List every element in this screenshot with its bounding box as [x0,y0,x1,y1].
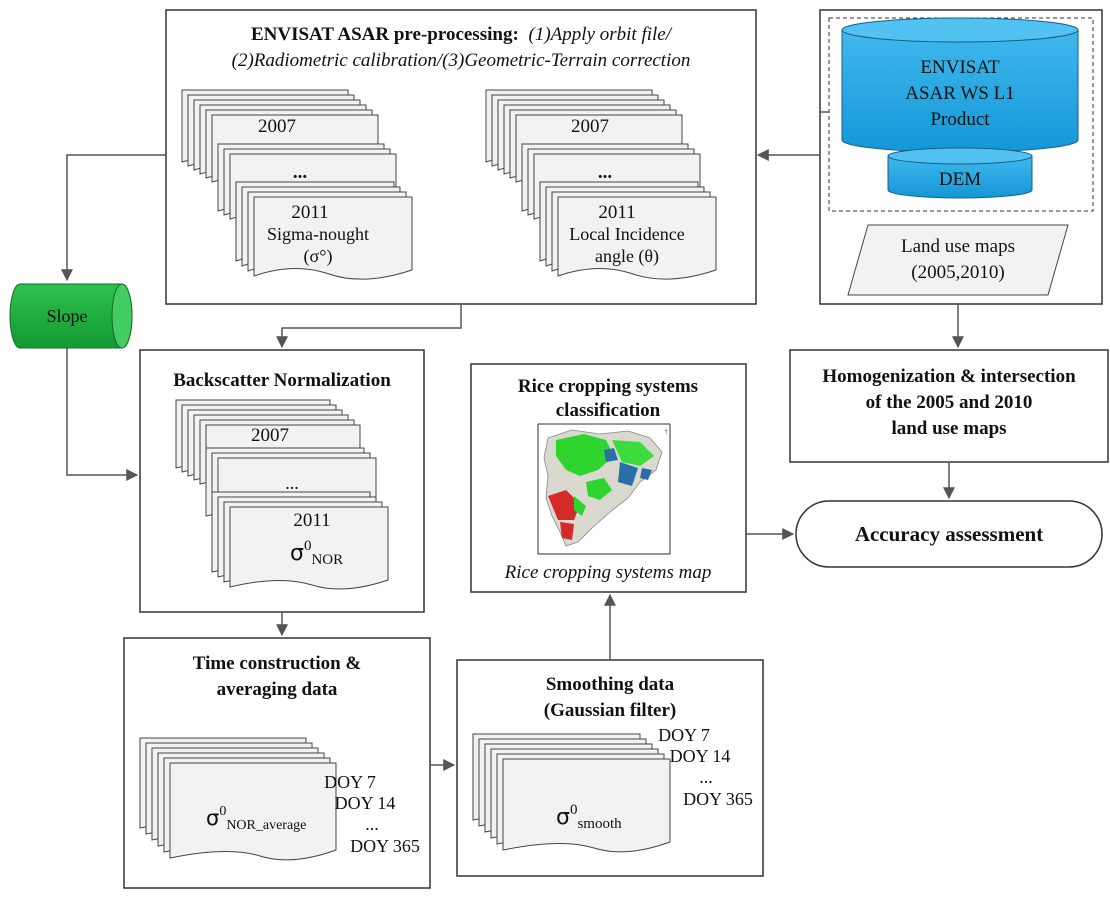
theta-year-end: 2011 [598,202,635,223]
theta-ellipsis: ... [598,162,612,183]
accuracy-assessment-terminal [795,500,1103,568]
sigma-ellipsis: ... [293,162,307,183]
landuse-maps-shape [847,224,1069,296]
smoothing-doy-14: DOY 14 [670,746,731,766]
preprocessing-step-1: (1)Apply orbit file/ [529,24,673,45]
smoothing-title-1: Smoothing data [546,674,675,695]
sigma-year-start: 2007 [258,116,296,137]
envisat-product-cylinder [841,17,1079,153]
smoothing-sigma: σ0smooth [556,802,622,832]
smoothing-title-2: (Gaussian filter) [544,700,676,721]
rice-map-thumbnail: ↑ [537,423,671,555]
landuse-label-2: (2005,2010) [911,262,1004,283]
sigma-nought-stack [181,89,413,280]
theta-symbol-label: angle (θ) [595,246,659,267]
arrow-inputs-to-preprocessing [756,111,829,161]
normalization-sigma: σ0NOR [290,538,343,568]
map-north-arrow: ↑ [664,427,668,436]
normalization-stack [175,399,389,590]
time-doy-365: DOY 365 [350,836,420,856]
time-sigma: σ0NOR_average [206,804,306,833]
classification-caption: Rice cropping systems map [504,562,712,583]
incidence-angle-stack [485,89,717,280]
time-construction-title-2: averaging data [217,679,338,700]
landuse-label-1: Land use maps [901,236,1015,257]
arrow-slope-to-normalization [66,348,139,481]
theta-label: Local Incidence [569,224,684,244]
preprocessing-title: ENVISAT ASAR pre-processing: [251,24,519,45]
accuracy-label: Accuracy assessment [855,522,1043,546]
normalization-ellipsis: ... [285,473,299,493]
smoothing-doy-365: DOY 365 [683,789,753,809]
normalization-year-start: 2007 [251,425,289,446]
sigma-symbol-label: (σ°) [304,246,333,267]
envisat-label-3: Product [930,109,990,130]
time-doy-14: DOY 14 [335,793,396,813]
sigma-label: Sigma-nought [267,224,369,244]
envisat-label-2: ASAR WS L1 [905,83,1014,104]
homogenization-box [789,349,1109,463]
homogenization-line-1: Homogenization & intersection [822,366,1076,387]
slope-label: Slope [46,306,87,326]
slope-cylinder [9,283,133,349]
inputs-dashed-group [828,17,1094,212]
smoothing-doy-7: DOY 7 [658,725,710,745]
svg-text:ENVISAT ASAR pre-processing:: ENVISAT ASAR pre-processing: (1)Apply or… [251,24,673,45]
theta-year-start: 2007 [571,116,609,137]
connectors [61,111,964,771]
smoothing-stack [472,733,671,853]
homogenization-line-2: of the 2005 and 2010 [866,392,1033,413]
time-construction-title-1: Time construction & [193,653,362,674]
time-construction-stack [139,737,337,861]
classification-title-1: Rice cropping systems [518,376,698,397]
classification-title-2: classification [556,400,661,421]
time-doy-7: DOY 7 [324,772,376,792]
preprocessing-steps-2-3: (2)Radiometric calibration/(3)Geometric-… [232,50,691,71]
arrow-preprocessing-to-normalization [276,304,462,349]
normalization-year-end: 2011 [293,510,330,531]
arrow-preprocessing-to-slope [61,154,166,282]
homogenization-line-3: land use maps [891,418,1006,439]
smoothing-ellipsis: ... [699,767,713,787]
dem-cylinder [887,147,1033,199]
normalization-title: Backscatter Normalization [173,370,391,391]
dem-label: DEM [939,169,981,190]
envisat-label-1: ENVISAT [920,57,1000,78]
sigma-year-end: 2011 [291,202,328,223]
time-ellipsis: ... [365,814,379,834]
